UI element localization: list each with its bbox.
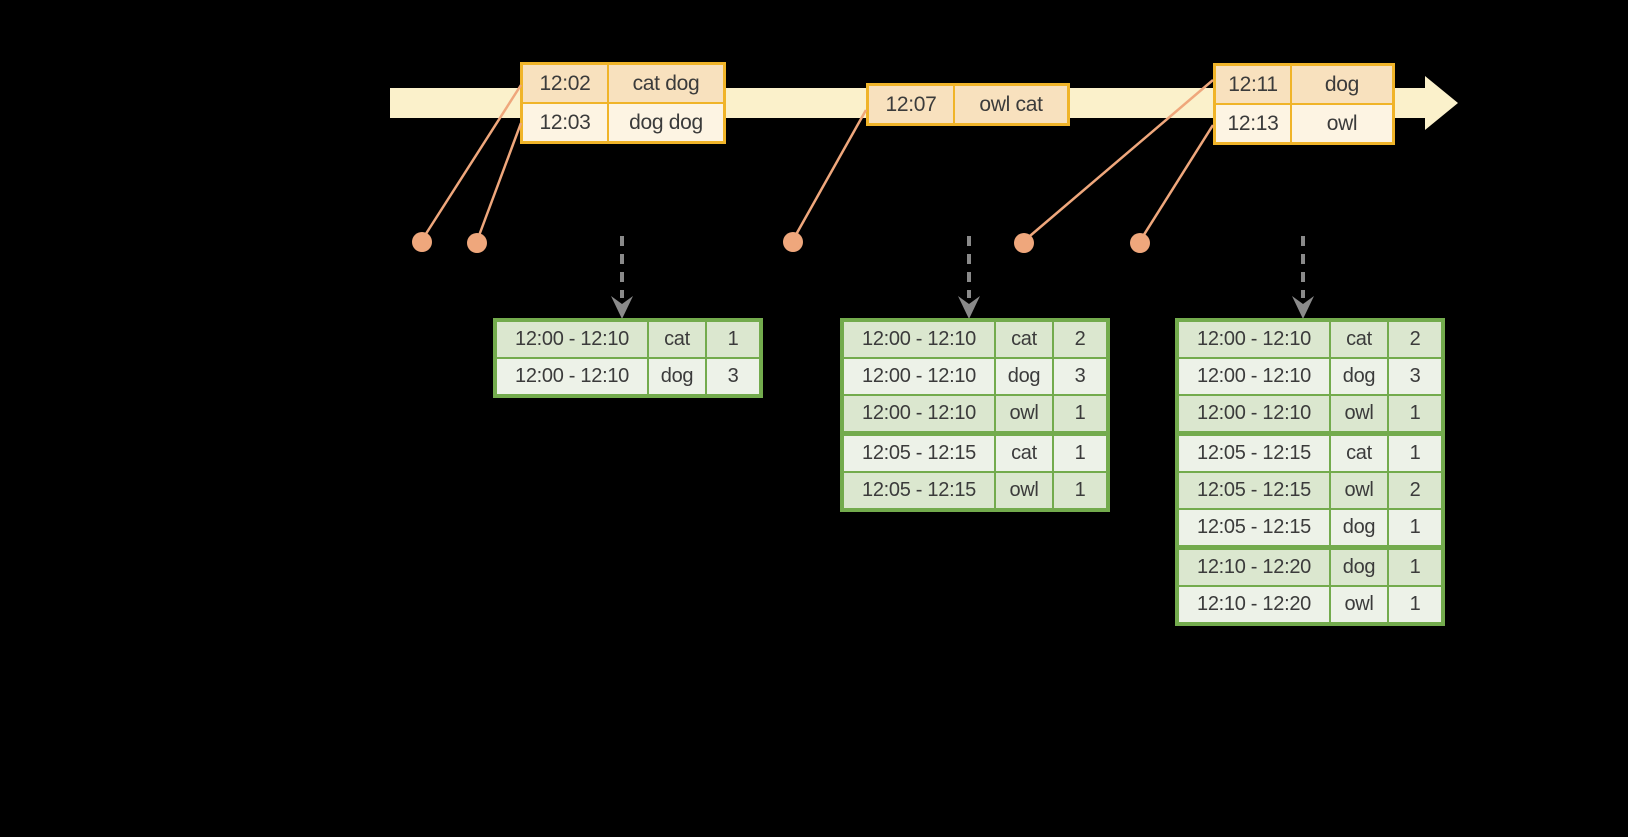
window-cell: 12:00 - 12:10 xyxy=(497,322,647,357)
window-cell: 12:05 - 12:15 xyxy=(1179,473,1329,508)
window-cell: 12:00 - 12:10 xyxy=(1179,359,1329,394)
word-cell: cat xyxy=(647,322,705,357)
count-cell: 1 xyxy=(1052,473,1106,508)
window-cell: 12:00 - 12:10 xyxy=(497,359,647,394)
word-cell: cat xyxy=(1329,322,1387,357)
event-dots xyxy=(412,232,1150,253)
count-cell: 3 xyxy=(705,359,759,394)
word-cell: owl xyxy=(994,396,1052,431)
timeline-arrowhead-icon xyxy=(1425,76,1458,130)
word-cell: dog xyxy=(1329,550,1387,585)
trigger-arrowhead-icon xyxy=(611,296,633,319)
count-cell: 1 xyxy=(1387,550,1441,585)
count-cell: 1 xyxy=(1387,396,1441,431)
word-cell: dog xyxy=(1329,510,1387,545)
event-time-cell: 12:03 xyxy=(523,104,607,141)
event-words-cell: owl xyxy=(1290,105,1392,142)
event-time-cell: 12:07 xyxy=(869,86,953,123)
event-time-cell: 12:02 xyxy=(523,65,607,102)
event-words-cell: dog xyxy=(1290,66,1392,103)
event-dot xyxy=(783,232,803,252)
window-cell: 12:05 - 12:15 xyxy=(1179,510,1329,545)
count-cell: 1 xyxy=(1052,396,1106,431)
window-cell: 12:05 - 12:15 xyxy=(844,436,994,471)
event-connector-line xyxy=(791,109,868,241)
event-connector-line xyxy=(475,122,523,242)
window-cell: 12:00 - 12:10 xyxy=(1179,396,1329,431)
word-cell: owl xyxy=(1329,396,1387,431)
event-words-cell: owl cat xyxy=(953,86,1067,123)
count-cell: 1 xyxy=(1387,587,1441,622)
window-cell: 12:05 - 12:15 xyxy=(844,473,994,508)
event-dot xyxy=(412,232,432,252)
word-cell: cat xyxy=(1329,436,1387,471)
count-cell: 2 xyxy=(1052,322,1106,357)
trigger-arrowhead-icon xyxy=(1292,296,1314,319)
word-cell: dog xyxy=(994,359,1052,394)
event-dot xyxy=(1014,233,1034,253)
count-cell: 3 xyxy=(1387,359,1441,394)
trigger-arrow-stems xyxy=(620,236,1305,298)
window-cell: 12:00 - 12:10 xyxy=(844,359,994,394)
count-cell: 1 xyxy=(1387,436,1441,471)
event-connector-line xyxy=(1138,124,1215,242)
count-cell: 3 xyxy=(1052,359,1106,394)
count-cell: 1 xyxy=(1387,510,1441,545)
event-time-cell: 12:11 xyxy=(1216,66,1290,103)
window-cell: 12:10 - 12:20 xyxy=(1179,587,1329,622)
event-dot xyxy=(1130,233,1150,253)
count-cell: 1 xyxy=(1052,436,1106,471)
event-dot xyxy=(467,233,487,253)
event-words-cell: cat dog xyxy=(607,65,723,102)
count-cell: 2 xyxy=(1387,322,1441,357)
event-words-cell: dog dog xyxy=(607,104,723,141)
window-cell: 12:00 - 12:10 xyxy=(844,396,994,431)
window-cell: 12:00 - 12:10 xyxy=(844,322,994,357)
window-cell: 12:10 - 12:20 xyxy=(1179,550,1329,585)
window-cell: 12:00 - 12:10 xyxy=(1179,322,1329,357)
word-cell: owl xyxy=(994,473,1052,508)
word-cell: owl xyxy=(1329,473,1387,508)
word-cell: cat xyxy=(994,436,1052,471)
count-cell: 1 xyxy=(705,322,759,357)
event-time-cell: 12:13 xyxy=(1216,105,1290,142)
word-cell: cat xyxy=(994,322,1052,357)
count-cell: 2 xyxy=(1387,473,1441,508)
word-cell: dog xyxy=(647,359,705,394)
word-cell: owl xyxy=(1329,587,1387,622)
trigger-arrowheads xyxy=(611,296,1314,319)
word-cell: dog xyxy=(1329,359,1387,394)
trigger-arrowhead-icon xyxy=(958,296,980,319)
window-cell: 12:05 - 12:15 xyxy=(1179,436,1329,471)
